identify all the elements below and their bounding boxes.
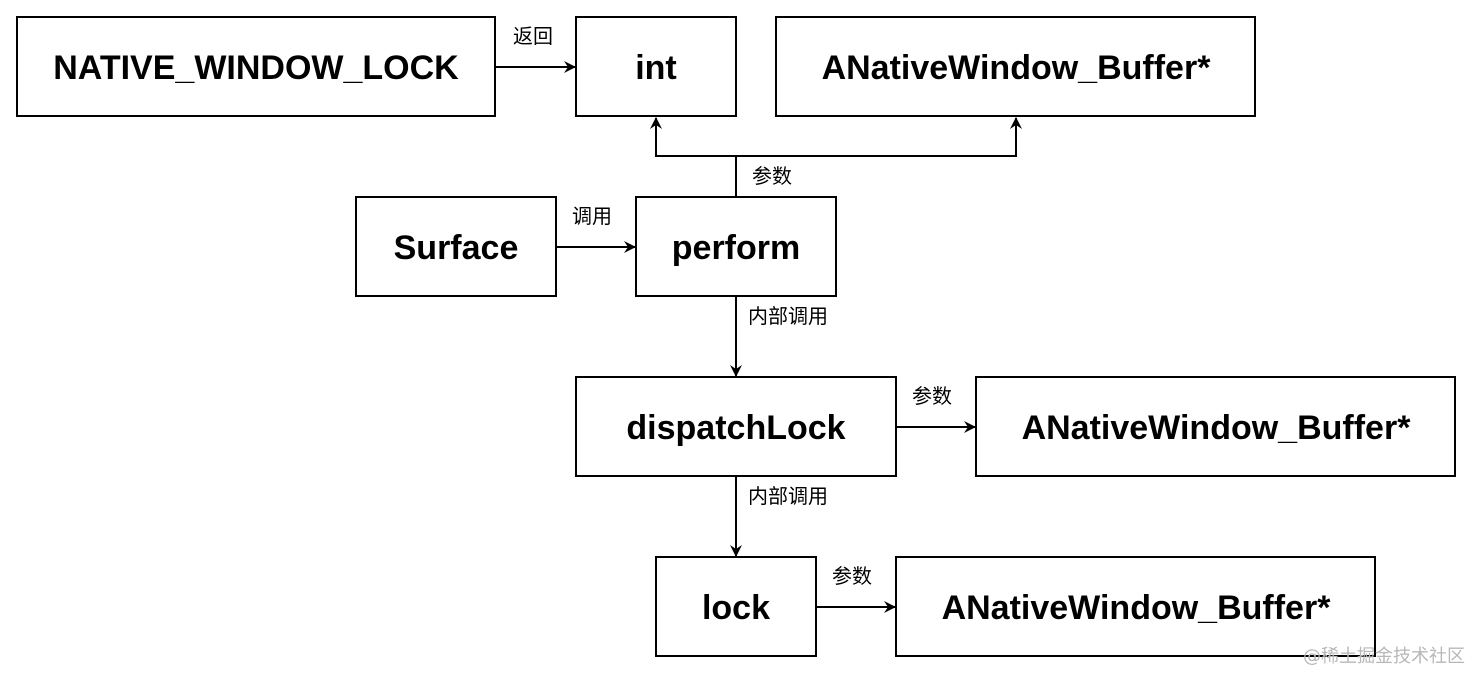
node-native-window-lock: NATIVE_WINDOW_LOCK (16, 16, 496, 117)
edge-label-returns: 返回 (513, 24, 553, 48)
node-buffer-top: ANativeWindow_Buffer* (775, 16, 1256, 117)
node-dispatch-lock-label: dispatchLock (626, 409, 845, 447)
node-dispatch-lock: dispatchLock (575, 376, 897, 477)
node-surface: Surface (355, 196, 557, 297)
edge-param-branch-right (736, 117, 1022, 157)
node-perform-label: perform (672, 229, 800, 267)
node-native-window-lock-label: NATIVE_WINDOW_LOCK (53, 49, 459, 87)
edge-label-call: 调用 (572, 204, 612, 228)
node-perform: perform (635, 196, 837, 297)
node-buffer-mid: ANativeWindow_Buffer* (975, 376, 1456, 477)
edge-label-internal-call-2: 内部调用 (748, 484, 828, 508)
node-buffer-top-label: ANativeWindow_Buffer* (822, 49, 1212, 87)
edge-label-param-mid: 参数 (912, 384, 952, 408)
node-buffer-bottom-label: ANativeWindow_Buffer* (942, 589, 1332, 627)
node-buffer-mid-label: ANativeWindow_Buffer* (1022, 409, 1412, 447)
node-surface-label: Surface (394, 229, 519, 267)
edge-label-param-bottom: 参数 (832, 564, 872, 588)
edge-label-param-top: 参数 (752, 164, 792, 188)
node-lock: lock (655, 556, 817, 657)
node-int: int (575, 16, 737, 117)
watermark: @稀土掘金技术社区 (1303, 646, 1465, 667)
node-buffer-bottom: ANativeWindow_Buffer* (895, 556, 1376, 657)
edge-label-internal-call-1: 内部调用 (748, 304, 828, 328)
edge-param-branch (650, 117, 737, 197)
node-lock-label: lock (702, 589, 770, 627)
node-int-label: int (635, 49, 677, 87)
